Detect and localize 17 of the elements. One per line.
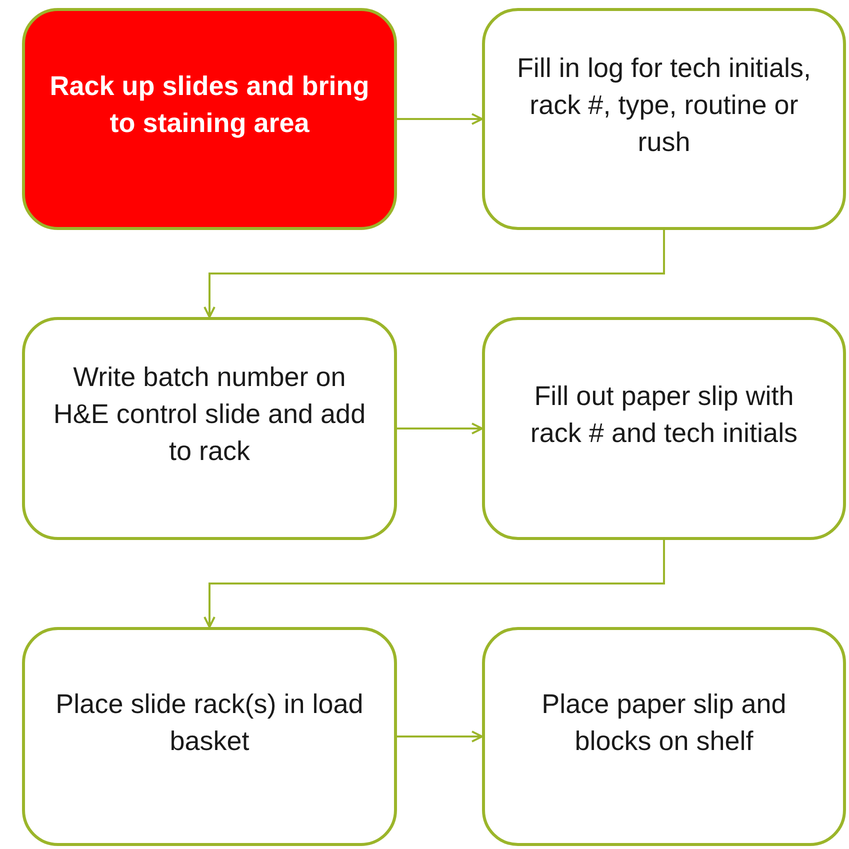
arrow xyxy=(397,113,483,125)
process-box xyxy=(22,627,397,846)
process-box xyxy=(22,8,397,230)
process-box xyxy=(22,317,397,540)
step-text: Rack up slides and bring to staining area xyxy=(48,70,370,140)
step-text: Fill out paper slip with rack # and tech initials xyxy=(529,380,799,450)
step-text: Place slide rack(s) in load basket xyxy=(54,688,364,758)
step-text: Fill in log for tech initials, rack #, type, routine or rush xyxy=(516,52,812,158)
process-box xyxy=(482,627,846,846)
arrow xyxy=(397,422,483,434)
step-text: Place paper slip and blocks on shelf xyxy=(540,688,788,758)
arrow xyxy=(397,730,483,742)
step-text: Write batch number on H&E control slide and add to rack xyxy=(52,361,367,468)
arrow xyxy=(204,230,665,318)
process-box xyxy=(482,8,846,230)
arrow xyxy=(204,540,665,628)
process-box xyxy=(482,317,846,540)
